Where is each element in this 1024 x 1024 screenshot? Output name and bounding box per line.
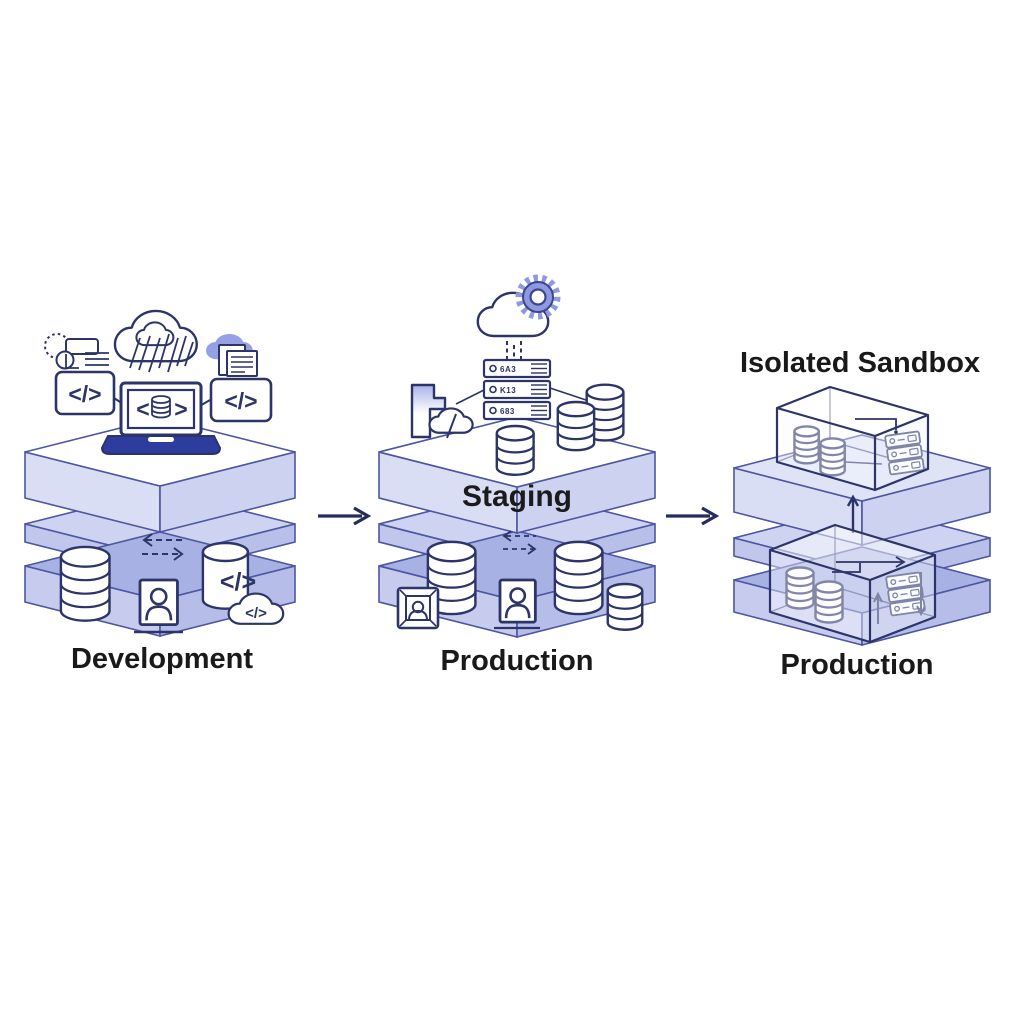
user-card-icon xyxy=(494,579,540,630)
database-stack-icon xyxy=(606,583,644,631)
top-face-route xyxy=(855,418,897,430)
server-row-3: 683 xyxy=(482,400,552,421)
code-glyph-cloud: </> xyxy=(245,605,267,622)
stage-arrow-1 xyxy=(318,506,372,526)
server-rack-icon: 6A3 K13 683 xyxy=(455,358,587,421)
laptop-base xyxy=(100,435,222,455)
top-face-routes xyxy=(832,556,906,573)
code-snippet-box-right: </> xyxy=(209,377,273,423)
inner-up-arrow xyxy=(873,591,883,624)
sync-dashed-arrows xyxy=(502,530,537,555)
stage-development: </> </> < > </> </> Development xyxy=(24,309,296,675)
rack-connector-right xyxy=(549,387,587,401)
stage-sandbox: Isolated Sandbox xyxy=(733,347,991,681)
rack-connector-left xyxy=(455,389,485,405)
stage-staging: 6A3 K13 683 Staging xyxy=(378,274,656,677)
cloud-documents-icon xyxy=(206,334,258,377)
sync-dashed-arrows xyxy=(142,533,184,561)
rain-lines xyxy=(129,333,194,373)
deploy-cloud-gear-icon xyxy=(476,274,561,337)
laptop-notch xyxy=(148,437,174,442)
production-label-staging: Production xyxy=(440,645,593,677)
sandbox-wireframe-box xyxy=(775,385,930,492)
server-row-label-3: 683 xyxy=(500,407,515,416)
slash-line xyxy=(446,413,457,439)
code-snippet-box-left: </> xyxy=(54,370,116,416)
sandbox-platform xyxy=(733,434,991,647)
database-stack-icon xyxy=(553,540,604,616)
framed-user-icon xyxy=(396,586,440,630)
screen-database-glyph xyxy=(151,395,171,419)
server-row-label-1: 6A3 xyxy=(500,365,516,374)
box-front-edges xyxy=(775,385,930,492)
inner-down-arrow xyxy=(916,572,926,617)
box-left-face xyxy=(777,408,875,490)
box-right-face xyxy=(870,555,935,642)
staging-platform-label: Staging xyxy=(462,480,572,513)
rain-cloud-icon xyxy=(113,309,198,373)
connector-elbow xyxy=(65,354,79,369)
box-top-face xyxy=(770,525,935,580)
production-label-sandbox: Production xyxy=(780,649,933,681)
stage-arrow-2 xyxy=(666,506,720,526)
route-dot xyxy=(894,430,898,434)
database-stack-icon xyxy=(59,545,111,622)
note-box xyxy=(65,338,99,355)
database-stack-icon xyxy=(556,401,596,452)
text-lines xyxy=(85,352,109,366)
node-circle xyxy=(55,350,75,370)
promote-up-arrow xyxy=(846,494,860,533)
cloud-slash-icon xyxy=(428,407,474,439)
server-row-1: 6A3 xyxy=(482,358,552,379)
development-label: Development xyxy=(71,643,253,675)
gear-icon xyxy=(515,274,561,320)
laptop-code-database-icon: < > xyxy=(100,381,222,455)
server-row-2: K13 xyxy=(482,379,552,400)
document-lines xyxy=(231,356,253,373)
process-checklist-icon xyxy=(44,333,109,370)
code-cloud-icon: </> xyxy=(227,592,284,625)
box-front-edges xyxy=(768,523,937,644)
code-glyph-right: </> xyxy=(224,388,257,414)
laptop-angle-open: < xyxy=(136,396,149,422)
code-glyph-db: </> xyxy=(220,568,256,596)
box-right-face xyxy=(875,415,928,490)
production-wireframe-box xyxy=(768,523,937,644)
server-row-label-2: K13 xyxy=(500,386,516,395)
laptop-angle-close: > xyxy=(174,396,187,422)
deploy-dashed-drops xyxy=(506,341,522,369)
code-glyph-left: </> xyxy=(68,381,101,407)
box-top-face xyxy=(777,387,928,436)
database-cylinder-code-icon: </> xyxy=(201,541,256,610)
database-stack-icon xyxy=(495,425,535,476)
isolated-sandbox-title: Isolated Sandbox xyxy=(740,347,980,379)
user-card-icon xyxy=(134,578,183,634)
